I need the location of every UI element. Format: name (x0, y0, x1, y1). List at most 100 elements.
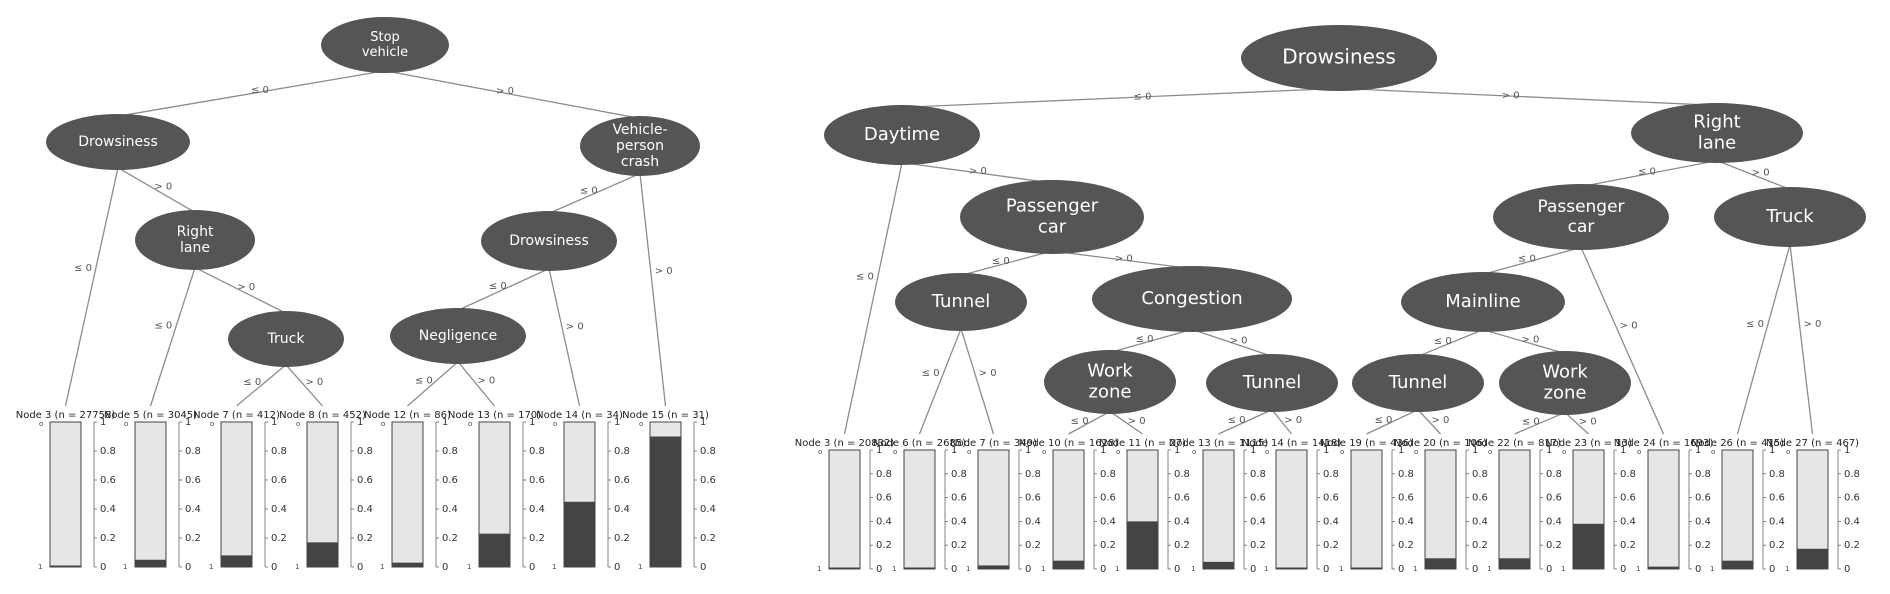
tree-edge (1338, 87, 1718, 107)
split-node-truck: Truck (228, 311, 344, 367)
split-node-ellipse (1241, 25, 1437, 91)
leaf-axis-tick-label: 0 (1546, 564, 1552, 575)
leaf-bar-background (50, 422, 81, 567)
leaf-bar-frame (1647, 449, 1680, 570)
leaf-bar-frame (49, 421, 82, 568)
leaf-axis-tick-label: 0.2 (1472, 540, 1488, 551)
leaf-axis-tick-label: 0.4 (1472, 516, 1488, 527)
leaf-axis-tick-label: 0.6 (1546, 493, 1562, 504)
split-node-drowsiness: Drowsiness (481, 211, 617, 271)
leaf-axis-tick-label: 0.2 (951, 540, 967, 551)
split-node-label: person (616, 138, 664, 154)
leaf-label: Node 26 (n = 415) (1691, 438, 1784, 449)
split-node-ellipse (1493, 184, 1669, 250)
leaf-marker-bottom: 1 (1191, 565, 1195, 573)
tree-edge (1789, 244, 1814, 435)
split-node-label: car (1038, 216, 1067, 237)
leaf-axis-tick-label: 0.2 (1620, 540, 1636, 551)
leaf-axis-tick-label: 0.6 (1398, 493, 1414, 504)
leaf-axis-tick-label: 0 (1174, 564, 1180, 575)
tree-edge (1580, 247, 1665, 435)
leaf-axis-tick-label: 0.8 (442, 446, 458, 457)
split-node-label: Drowsiness (78, 134, 158, 150)
leaf-axis-tick-label: 0 (529, 562, 535, 573)
edge-label: > 0 (655, 266, 673, 277)
leaf-marker-top: o (1414, 448, 1418, 456)
leaf-bar-frame (903, 449, 936, 570)
leaf-marker-top: o (1192, 448, 1196, 456)
leaf-label: Node 3 (n = 20832) (795, 438, 895, 449)
leaf-axis-tick-label: 0 (1844, 564, 1850, 575)
leaf-axis-tick-label: 0.4 (614, 504, 630, 515)
leaf-axis-tick-label: 0.2 (1323, 540, 1339, 551)
split-node-ellipse (1714, 187, 1866, 247)
leaf-bar-value (1053, 560, 1084, 569)
split-node-ellipse (895, 273, 1027, 331)
leaf-marker-bottom: 1 (638, 563, 642, 571)
leaf-axis-tick-label: 0.6 (876, 493, 892, 504)
split-node-negligence: Negligence (390, 308, 526, 364)
split-node-label: Congestion (1141, 288, 1242, 309)
leaf-marker-bottom: 1 (1339, 565, 1343, 573)
leaf-axis-tick-label: 0.2 (700, 533, 716, 544)
leaf-axis-tick-label: 0.6 (700, 475, 716, 486)
split-node-drowsiness: Drowsiness (46, 114, 190, 170)
leaf-bar-background (978, 450, 1009, 569)
leaf-axis-tick-label: 0.4 (185, 504, 201, 515)
leaf-axis-tick-label: 0.2 (1546, 540, 1562, 551)
leaf-axis-tick-label: 0.8 (1174, 469, 1190, 480)
leaf-axis-tick-label: 1 (271, 417, 277, 428)
leaf-axis-tick-label: 0.8 (700, 446, 716, 457)
leaf-marker-bottom: 1 (123, 563, 127, 571)
leaf-bar-frame (1721, 449, 1754, 570)
right-tree-edges: ≤ 0> 0≤ 0> 0≤ 0> 0≤ 0> 0≤ 0> 0≤ 0> 0≤ 0>… (843, 87, 1821, 435)
leaf-marker-top: o (553, 420, 557, 428)
leaf-marker-top: o (967, 448, 971, 456)
leaf-marker-bottom: 1 (1561, 565, 1565, 573)
leaf-axis-tick-label: 0.2 (1844, 540, 1860, 551)
tree-edge (117, 70, 386, 117)
leaf-bar-background (1648, 450, 1679, 569)
split-node-ellipse (390, 308, 526, 364)
leaf-axis-tick-label: 1 (1100, 445, 1106, 456)
leaf-bar-frame (306, 421, 339, 568)
leaf-bar-background (1499, 450, 1530, 569)
leaf-axis-tick-label: 0.4 (951, 516, 967, 527)
split-node-label: Tunnel (1388, 372, 1448, 393)
leaf-axis-tick-label: 0.4 (1546, 516, 1562, 527)
leaf-axis-tick-label: 0 (1250, 564, 1256, 575)
tree-edge (1482, 328, 1566, 355)
split-node-ellipse (1044, 350, 1176, 414)
leaf-label: Node 7 (n = 349) (950, 438, 1037, 449)
leaf-marker-bottom: 1 (892, 565, 896, 573)
leaf-marker-bottom: 1 (1115, 565, 1119, 573)
leaf-marker-top: o (818, 448, 822, 456)
leaf-marker-bottom: 1 (966, 565, 970, 573)
edge-label: > 0 (1128, 416, 1146, 427)
split-node-ellipse (228, 311, 344, 367)
tree-edge (1218, 409, 1273, 435)
leaf-axis-tick-label: 0.2 (1250, 540, 1266, 551)
leaf-axis-tick-label: 0.6 (1620, 493, 1636, 504)
edge-label: > 0 (1431, 415, 1449, 426)
tree-edge (960, 250, 1053, 276)
leaf-marker-bottom: 1 (295, 563, 299, 571)
leaf-axis-tick-label: 1 (1174, 445, 1180, 456)
leaf-axis-tick-label: 0 (614, 562, 620, 573)
leaf-axis-tick-label: 0.4 (700, 504, 716, 515)
leaf-axis-tick-label: 0.6 (1695, 493, 1711, 504)
leaf-marker-top: o (39, 420, 43, 428)
leaf-bar-frame (134, 421, 167, 568)
leaf-bar-frame (1350, 449, 1383, 570)
leaf-bar-background (829, 450, 860, 569)
split-node-ellipse (1206, 354, 1338, 412)
split-node-ellipse (135, 210, 255, 270)
